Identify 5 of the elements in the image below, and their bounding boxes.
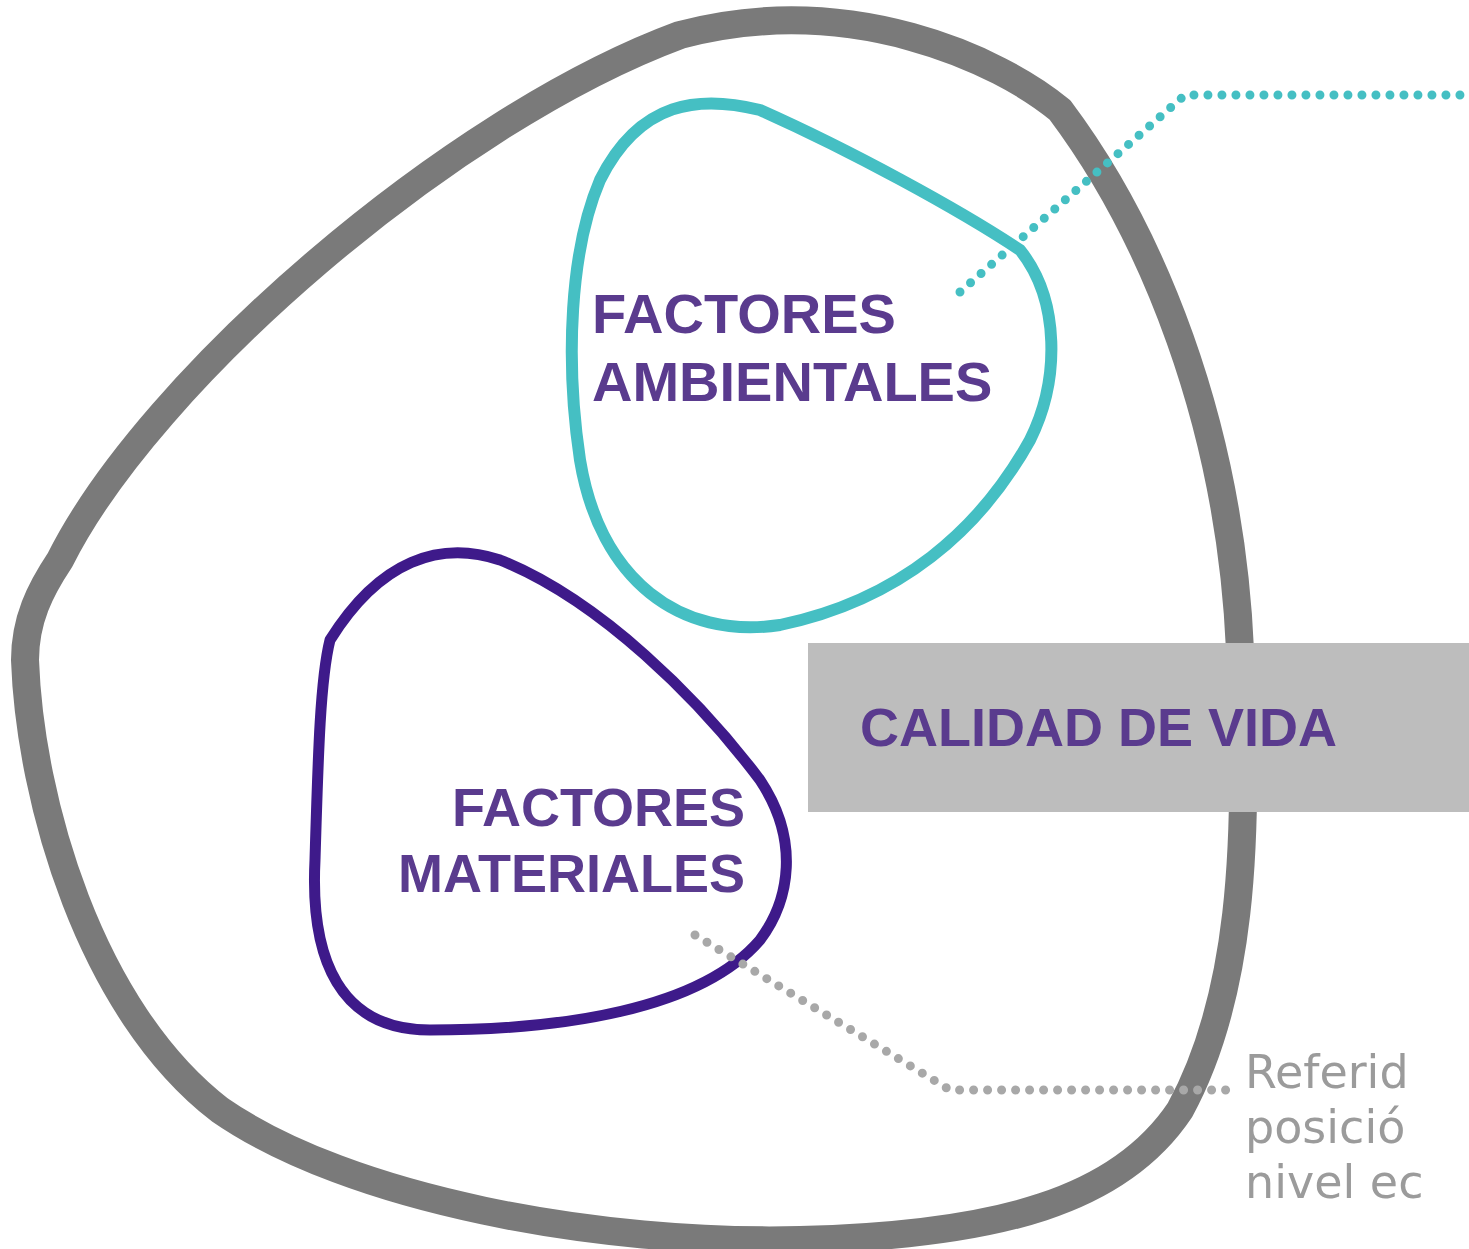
title-band [808, 643, 1469, 812]
factor-label: FACTORES MATERIALES [397, 776, 745, 905]
note-text: Referid posició nivel ec [1245, 1045, 1425, 1211]
factor-label: FACTORES AMBIENTALES [592, 281, 994, 416]
title-text: CALIDAD DE VIDA [860, 696, 1338, 759]
